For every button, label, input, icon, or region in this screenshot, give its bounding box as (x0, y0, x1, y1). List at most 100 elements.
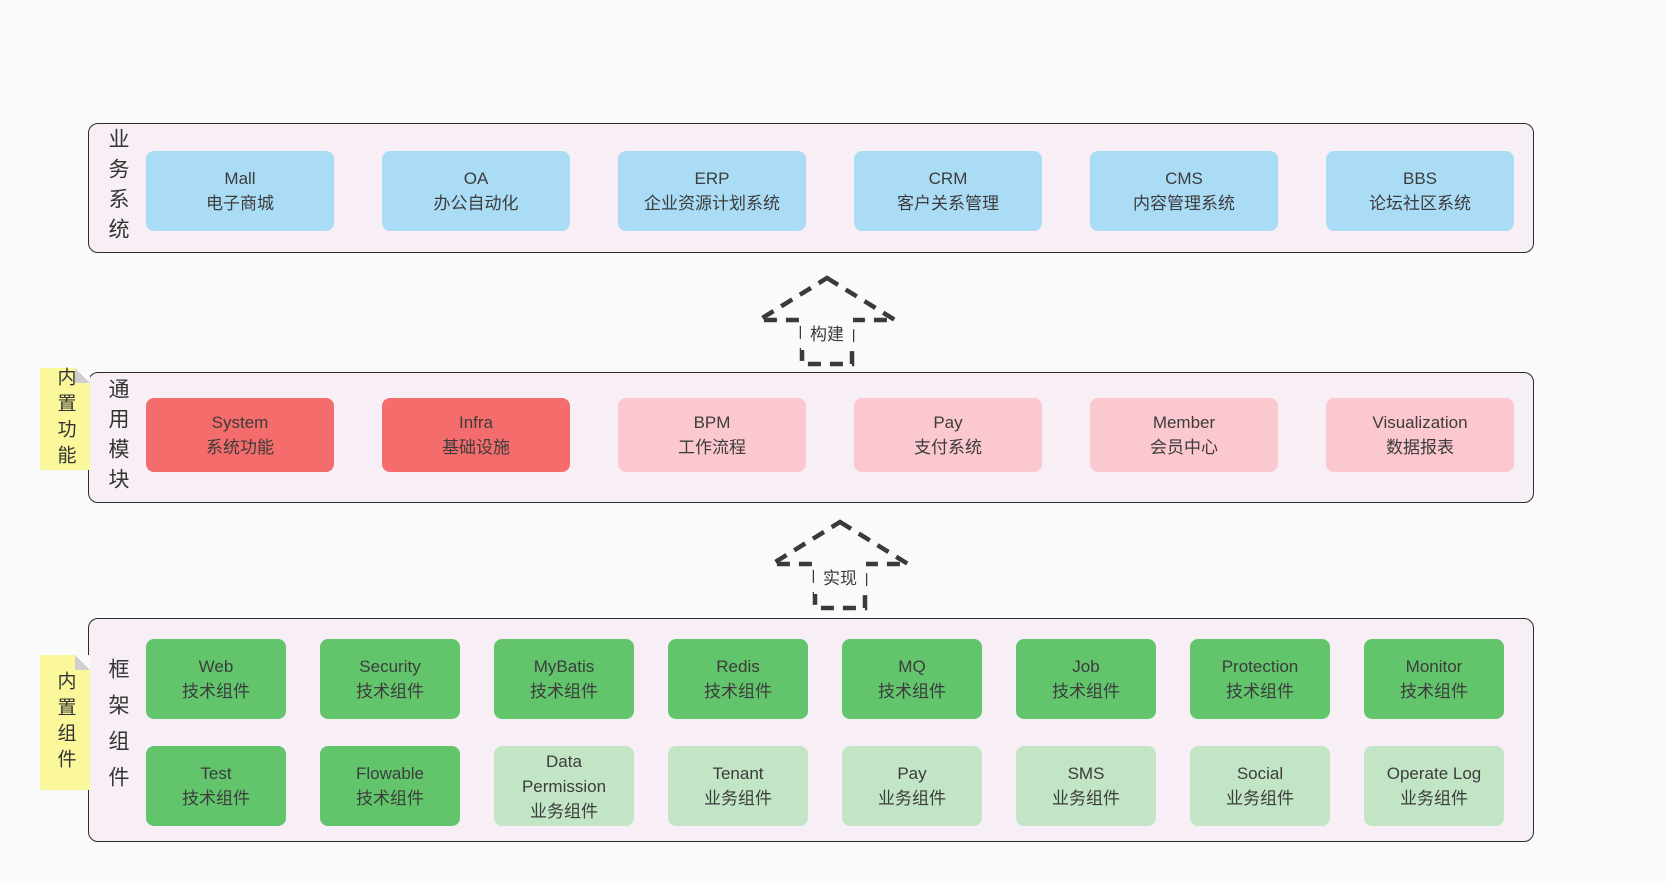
box-title: BPM (693, 413, 731, 432)
box-title: Test (200, 764, 232, 783)
box-subtitle: 基础设施 (442, 438, 510, 457)
box-title: ERP (694, 169, 730, 188)
box-pay: Pay 业务组件 (842, 746, 982, 826)
box-title: Security (359, 657, 421, 676)
box-mybatis: MyBatis 技术组件 (494, 639, 634, 719)
layer-business-systems: 业务系统 Mall 电子商城 OA 办公自动化 ERP 企业资源计划系统 CRM 客户关系管理… (88, 123, 1534, 253)
box-mq: MQ 技术组件 (842, 639, 982, 719)
box-title: CMS (1165, 169, 1203, 188)
box-cms: CMS 内容管理系统 (1090, 151, 1278, 231)
box-title: Pay (897, 764, 927, 783)
box-subtitle: 数据报表 (1386, 438, 1454, 457)
box-subtitle: 内容管理系统 (1133, 194, 1235, 213)
box-erp: ERP 企业资源计划系统 (618, 151, 806, 231)
box-title: CRM (928, 169, 968, 188)
box-job: Job 技术组件 (1016, 639, 1156, 719)
box-title: Protection (1221, 657, 1299, 676)
box-visualization: Visualization 数据报表 (1326, 398, 1514, 472)
box-title: Mall (224, 169, 256, 188)
sticky-note-label: 内置功能 (54, 367, 76, 471)
box-tenant: Tenant 业务组件 (668, 746, 808, 826)
box-subtitle: 技术组件 (1052, 682, 1120, 701)
box-protection: Protection 技术组件 (1190, 639, 1330, 719)
box-title: System (211, 413, 269, 432)
box-subtitle: 业务组件 (878, 789, 946, 808)
box-title: MQ (898, 657, 926, 676)
box-subtitle: 企业资源计划系统 (644, 194, 780, 213)
box-title: Web (198, 657, 234, 676)
box-security: Security 技术组件 (320, 639, 460, 719)
box-subtitle: 技术组件 (530, 682, 598, 701)
box-subtitle: 业务组件 (1400, 789, 1468, 808)
box-subtitle: 技术组件 (356, 682, 424, 701)
box-subtitle: 技术组件 (182, 789, 250, 808)
box-infra: Infra 基础设施 (382, 398, 570, 472)
box-social: Social 业务组件 (1190, 746, 1330, 826)
box-title: SMS (1067, 764, 1105, 783)
box-monitor: Monitor 技术组件 (1364, 639, 1504, 719)
sticky-note-builtin-components: 内置组件 (40, 655, 90, 790)
box-row-modules: System 系统功能 Infra 基础设施 BPM 工作流程 Pay 支付系统 Member 会… (146, 398, 1514, 472)
sticky-note-builtin-features: 内置功能 (40, 367, 90, 471)
box-subtitle: 系统功能 (206, 438, 274, 457)
up-arrow-icon (765, 519, 915, 611)
arrow-build: 构建 (752, 274, 902, 368)
box-subtitle: 业务组件 (1052, 789, 1120, 808)
box-redis: Redis 技术组件 (668, 639, 808, 719)
box-title: Data Permission (521, 751, 607, 796)
box-title: Monitor (1405, 657, 1463, 676)
layer-common-modules: 通用模块 System 系统功能 Infra 基础设施 BPM 工作流程 Pay 支付系统 Me… (88, 372, 1534, 503)
box-title: Infra (458, 413, 494, 432)
box-title: Redis (716, 657, 760, 676)
box-subtitle: 技术组件 (182, 682, 250, 701)
box-subtitle: 技术组件 (1400, 682, 1468, 701)
box-subtitle: 业务组件 (530, 801, 598, 821)
box-test: Test 技术组件 (146, 746, 286, 826)
box-title: Pay (933, 413, 963, 432)
box-data-permission: Data Permission 业务组件 (494, 746, 634, 826)
box-subtitle: 客户关系管理 (897, 194, 999, 213)
box-subtitle: 会员中心 (1150, 438, 1218, 457)
layer-label-common-modules: 通用模块 (106, 377, 129, 498)
box-subtitle: 工作流程 (678, 438, 746, 457)
box-subtitle: 办公自动化 (433, 194, 519, 213)
box-title: Social (1236, 764, 1284, 783)
layer-label-business-systems: 业务系统 (106, 128, 129, 248)
arrow-implement: 实现 (765, 518, 915, 612)
box-title: OA (463, 169, 489, 188)
box-pay: Pay 支付系统 (854, 398, 1042, 472)
box-crm: CRM 客户关系管理 (854, 151, 1042, 231)
box-system: System 系统功能 (146, 398, 334, 472)
box-subtitle: 论坛社区系统 (1369, 194, 1471, 213)
box-title: Visualization (1372, 413, 1468, 432)
box-subtitle: 支付系统 (914, 438, 982, 457)
box-mall: Mall 电子商城 (146, 151, 334, 231)
box-sms: SMS 业务组件 (1016, 746, 1156, 826)
sticky-note-label: 内置组件 (54, 670, 76, 775)
box-subtitle: 业务组件 (1226, 789, 1294, 808)
box-bpm: BPM 工作流程 (618, 398, 806, 472)
box-title: Member (1152, 413, 1216, 432)
box-subtitle: 技术组件 (704, 682, 772, 701)
box-subtitle: 业务组件 (704, 789, 772, 808)
box-title: Operate Log (1386, 764, 1482, 783)
box-title: MyBatis (533, 657, 595, 676)
box-row-business: Mall 电子商城 OA 办公自动化 ERP 企业资源计划系统 CRM 客户关系管理 CMS 内容… (146, 151, 1514, 231)
box-oa: OA 办公自动化 (382, 151, 570, 231)
box-title: Job (1072, 657, 1100, 676)
box-subtitle: 技术组件 (878, 682, 946, 701)
box-web: Web 技术组件 (146, 639, 286, 719)
box-member: Member 会员中心 (1090, 398, 1278, 472)
box-title: BBS (1402, 169, 1438, 188)
box-operate-log: Operate Log 业务组件 (1364, 746, 1504, 826)
box-title: Tenant (712, 764, 764, 783)
arrow-build-label: 构建 (801, 315, 853, 350)
box-subtitle: 技术组件 (1226, 682, 1294, 701)
up-arrow-icon (752, 275, 902, 367)
box-subtitle: 电子商城 (206, 194, 274, 213)
box-title: Flowable (355, 764, 425, 783)
